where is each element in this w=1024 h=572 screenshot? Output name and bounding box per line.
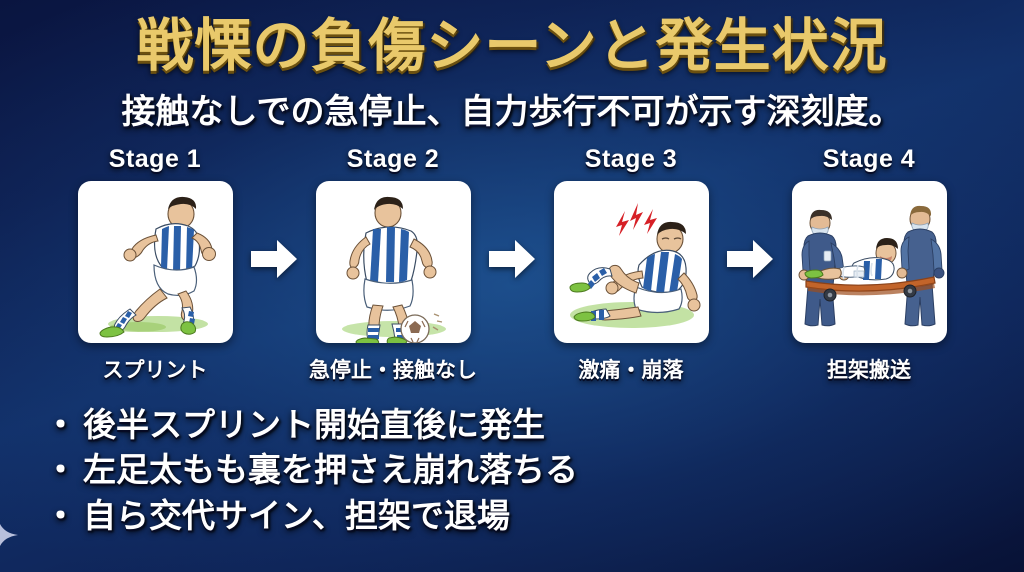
list-item: ・自ら交代サイン、担架で退場 (44, 493, 1024, 539)
arrow-stage-2-to-3 (481, 178, 543, 340)
stretcher-carry-by-medics-icon (798, 205, 944, 326)
stage-image-card-2 (315, 180, 471, 343)
arrow-right-icon (489, 239, 535, 278)
stage-caption-3: 激痛・崩落 (578, 358, 684, 382)
list-item: ・左足太もも裏を押さえ崩れ落ちる (44, 447, 1024, 493)
stage-caption-4: 担架搬送 (827, 358, 911, 382)
stage-sequence: Stage 1 (0, 145, 1024, 384)
stage-item-2: Stage 2 (305, 145, 481, 384)
list-item: ・後半スプリント開始直後に発生 (44, 402, 1024, 448)
bullet-marker: ・ (44, 451, 77, 489)
stage-image-card-4 (791, 180, 947, 343)
stage-image-card-1 (77, 180, 233, 343)
stage-item-1: Stage 1 (67, 145, 243, 384)
page-title: 戦慄の負傷シーンと発生状況 (136, 14, 888, 78)
bullet-text: 左足太もも裏を押さえ崩れ落ちる (83, 451, 578, 489)
page-subtitle: 接触なしでの急停止、自力歩行不可が示す深刻度。 (121, 92, 903, 131)
stage-heading-1: Stage 1 (108, 144, 202, 173)
stage-caption-1: スプリント (102, 358, 208, 382)
stage-heading-2: Stage 2 (346, 144, 440, 173)
bullet-text: 自ら交代サイン、担架で退場 (83, 496, 511, 534)
arrow-stage-3-to-4 (719, 178, 781, 340)
bullet-marker: ・ (44, 405, 77, 443)
title-block: 戦慄の負傷シーンと発生状況 接触なしでの急停止、自力歩行不可が示す深刻度。 (0, 0, 1024, 133)
key-points-list: ・後半スプリント開始直後に発生 ・左足太もも裏を押さえ崩れ落ちる ・自ら交代サイ… (0, 402, 1024, 539)
player-stopped-with-ball-icon (341, 196, 446, 343)
sparkle-icon (0, 523, 18, 547)
stage-heading-3: Stage 3 (584, 144, 678, 173)
stage-heading-4: Stage 4 (822, 144, 916, 173)
sprinting-player-icon (98, 196, 216, 338)
bullet-text: 後半スプリント開始直後に発生 (83, 405, 545, 443)
stage-image-card-3 (553, 180, 709, 343)
arrow-right-icon (251, 239, 297, 278)
stage-caption-2: 急停止・接触なし (309, 358, 477, 382)
arrow-right-icon (727, 239, 773, 278)
bullet-marker: ・ (44, 496, 77, 534)
player-collapsed-in-pain-icon (568, 202, 700, 328)
stage-item-3: Stage 3 (543, 145, 719, 384)
stage-item-4: Stage 4 (781, 145, 957, 384)
arrow-stage-1-to-2 (243, 178, 305, 340)
